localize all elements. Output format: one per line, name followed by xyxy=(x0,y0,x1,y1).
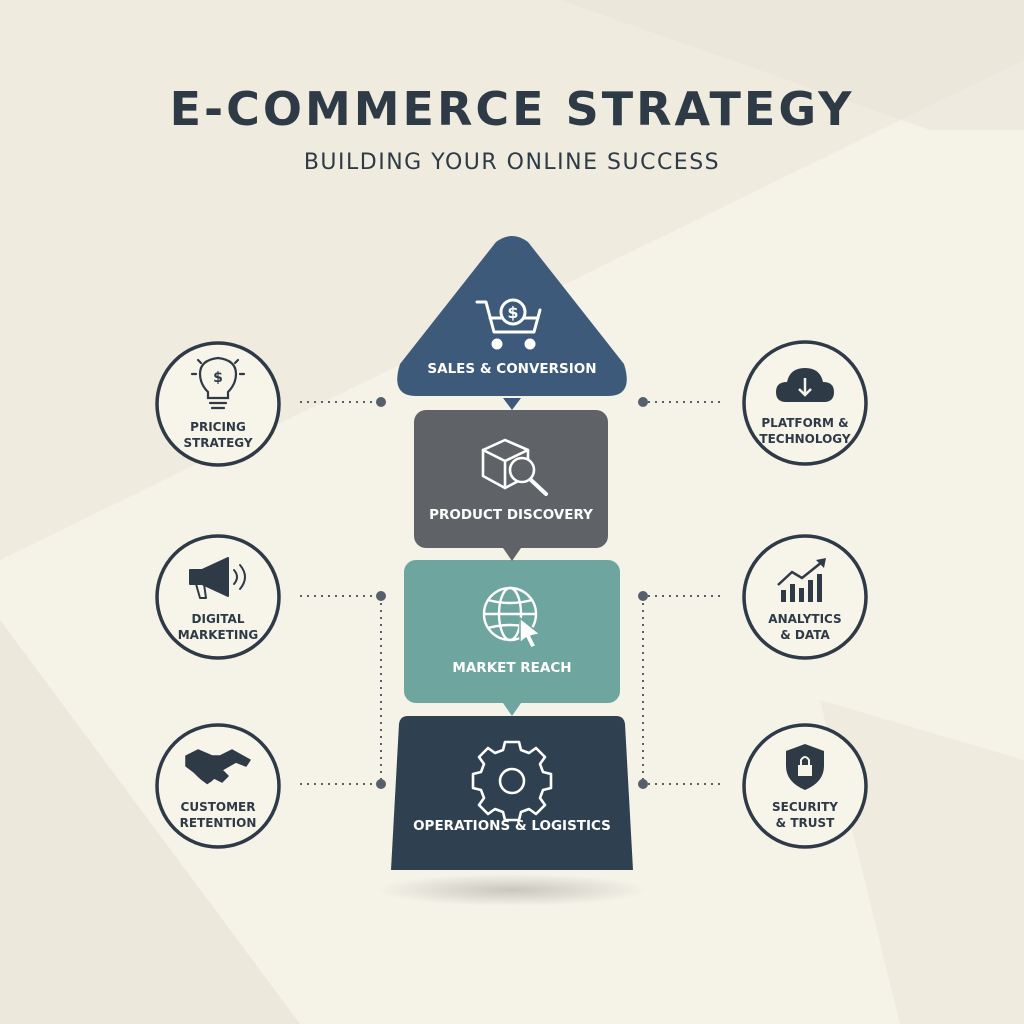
tier-product-discovery xyxy=(414,410,608,548)
node-label-platform-technology: PLATFORM & TECHNOLOGY xyxy=(750,415,860,447)
background-band-right xyxy=(820,700,1024,1024)
node-customer-retention xyxy=(155,723,281,849)
connector-dot xyxy=(376,779,386,789)
node-circle xyxy=(742,340,868,466)
connector-dot xyxy=(638,779,648,789)
left-connectors xyxy=(300,401,382,785)
node-digital-marketing xyxy=(155,534,281,660)
connector-dot xyxy=(376,397,386,407)
tier-pointer xyxy=(503,548,521,561)
bar-chart-trend-icon xyxy=(777,558,826,602)
pyramid-shadow xyxy=(377,874,647,906)
node-label-digital-marketing: DIGITAL MARKETING xyxy=(168,611,268,643)
node-label-line: RETENTION xyxy=(179,816,257,830)
right-connector-dots xyxy=(638,397,648,789)
node-platform-technology xyxy=(742,340,868,466)
node-label-line: SECURITY xyxy=(772,800,838,814)
background-band-bottom xyxy=(0,620,300,1024)
node-label-pricing-strategy: PRICING STRATEGY xyxy=(168,419,268,451)
node-pricing-strategy: $ xyxy=(155,341,281,467)
connector-dot xyxy=(376,591,386,601)
tier-pointer xyxy=(503,398,521,410)
megaphone-icon xyxy=(189,557,246,599)
node-label-analytics-data: ANALYTICS & DATA xyxy=(755,611,855,643)
shield-lock-icon xyxy=(786,744,824,790)
page-subtitle: BUILDING YOUR ONLINE SUCCESS xyxy=(303,150,721,175)
node-analytics-data xyxy=(742,534,868,660)
cloud-download-icon xyxy=(776,368,834,402)
node-label-line: PRICING xyxy=(190,420,246,434)
shopping-cart-dollar-icon: $ xyxy=(475,298,542,350)
node-label-line: & TRUST xyxy=(775,816,835,830)
svg-text:$: $ xyxy=(507,303,518,322)
right-connectors xyxy=(642,401,724,785)
tier-market-reach xyxy=(404,560,620,703)
node-label-line: STRATEGY xyxy=(183,436,253,450)
node-label-line: ANALYTICS xyxy=(768,612,842,626)
node-label-line: CUSTOMER xyxy=(180,800,256,814)
connector-dot xyxy=(638,397,648,407)
left-connector-dots xyxy=(376,397,386,789)
node-label-line: PLATFORM & xyxy=(761,416,849,430)
node-label-customer-retention: CUSTOMER RETENTION xyxy=(168,799,268,831)
page-title: E-COMMERCE STRATEGY xyxy=(169,82,855,136)
tier-label-operations-logistics: OPERATIONS & LOGISTICS xyxy=(413,818,611,834)
background-band-corner xyxy=(560,0,1024,130)
svg-text:$: $ xyxy=(213,370,223,386)
node-label-line: TECHNOLOGY xyxy=(759,432,851,446)
globe-cursor-icon xyxy=(482,586,541,649)
lightbulb-dollar-icon: $ xyxy=(190,356,246,410)
node-label-line: MARKETING xyxy=(177,628,259,642)
gear-icon xyxy=(471,740,553,822)
node-circle xyxy=(742,534,868,660)
tier-label-product-discovery: PRODUCT DISCOVERY xyxy=(429,507,593,523)
tier-label-market-reach: MARKET REACH xyxy=(452,660,572,676)
node-label-line: DIGITAL xyxy=(191,612,245,626)
tier-label-sales-conversion: SALES & CONVERSION xyxy=(427,361,597,377)
node-security-trust xyxy=(742,723,868,849)
tier-pointer xyxy=(503,703,521,716)
box-magnifier-icon xyxy=(481,438,548,496)
connector-dot xyxy=(638,591,648,601)
handshake-icon xyxy=(185,749,251,787)
node-label-line: & DATA xyxy=(780,628,830,642)
node-circle xyxy=(155,534,281,660)
node-label-security-trust: SECURITY & TRUST xyxy=(755,799,855,831)
